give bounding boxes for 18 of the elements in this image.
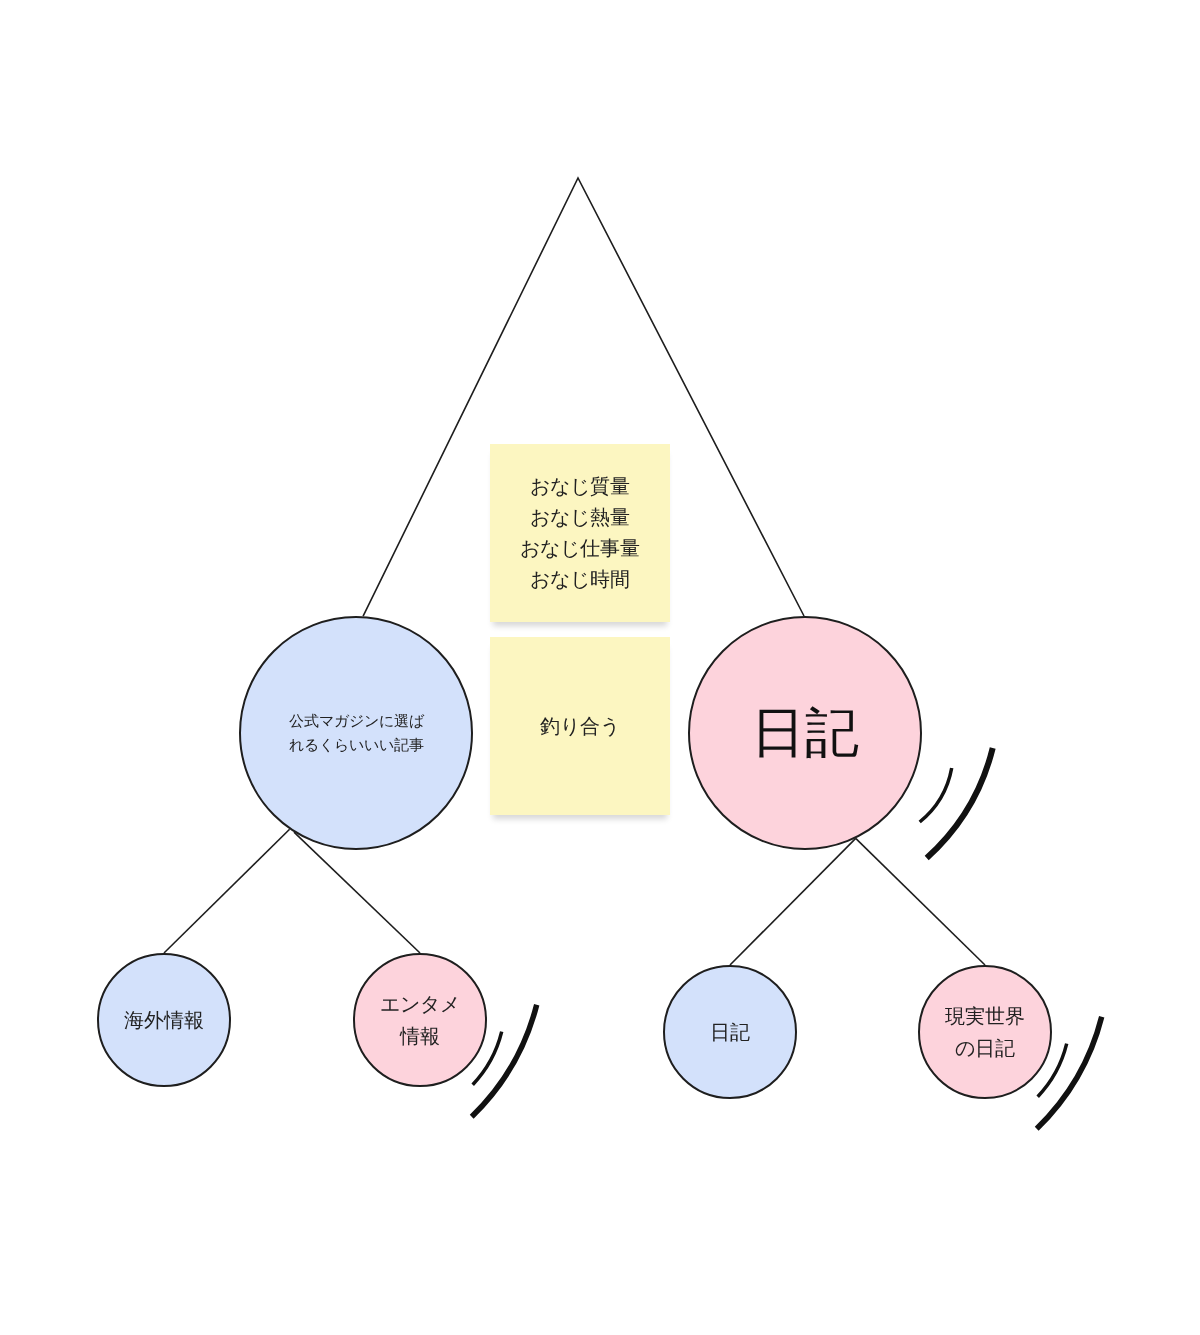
sticky-note — [490, 444, 670, 622]
node-text: 現実世界の日記 — [944, 1003, 1026, 1062]
connector-line — [163, 828, 291, 954]
node-text: おなじ仕事量 — [520, 535, 640, 562]
node-text: 日記 — [710, 1019, 750, 1046]
connector-line — [362, 176, 805, 617]
node-text: おなじ時間 — [530, 566, 630, 593]
node-text: 海外情報 — [124, 1007, 204, 1034]
node-text: 公式マガジンに選ばれるくらいいい記事 — [287, 711, 425, 756]
node-text: エンタメ情報 — [379, 991, 461, 1050]
connector-line — [293, 831, 421, 954]
node-text: 釣り合う — [540, 712, 620, 740]
connector-line — [854, 837, 986, 966]
connector-line — [729, 837, 857, 966]
node-text: おなじ質量 — [530, 473, 630, 500]
node-text: 日記 — [751, 701, 859, 765]
node-text: おなじ熱量 — [530, 504, 630, 531]
sticky-note — [490, 637, 670, 815]
